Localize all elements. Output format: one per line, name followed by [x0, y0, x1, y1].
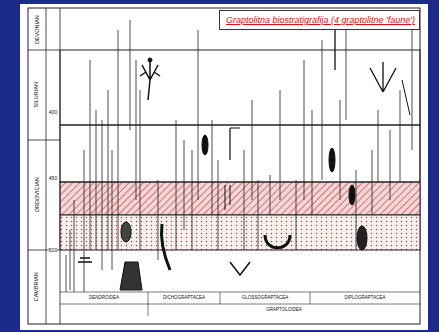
range-line: [84, 150, 85, 292]
title-box: Graptolitna biostratigrafija (4 graptoli…: [219, 10, 420, 30]
range-line: [412, 20, 413, 150]
range-line: [322, 40, 323, 180]
range-line: [400, 90, 401, 182]
range-line: [108, 90, 109, 250]
range-line: [136, 60, 137, 200]
range-line: [112, 150, 113, 270]
period-label: ORDOVICIAN: [34, 178, 40, 213]
age-label: 500: [49, 248, 57, 253]
range-line: [140, 90, 141, 250]
range-line: [74, 200, 75, 292]
range-line: [184, 140, 185, 230]
range-line: [296, 180, 297, 250]
range-line: [192, 150, 193, 250]
range-line: [244, 150, 245, 250]
range-line: [346, 20, 347, 120]
range-line: [390, 130, 391, 200]
group-label: GLOSSOGRAPTACEA: [242, 296, 288, 301]
period-label: CAMBRIAN: [34, 272, 40, 301]
range-line: [176, 120, 177, 250]
range-line: [270, 175, 271, 215]
range-line: [198, 30, 199, 200]
group-label: DIPLOGRAPTACEA: [345, 296, 386, 301]
group-label: GRAPTOLOIDEA: [266, 308, 301, 313]
range-line: [280, 90, 281, 200]
range-line: [66, 255, 67, 292]
period-label: DEVONIAN: [34, 16, 40, 45]
range-line: [96, 110, 97, 250]
range-line: [158, 180, 159, 260]
range-line: [372, 150, 373, 215]
range-line: [356, 170, 357, 250]
group-label: DENDROIDEA: [89, 296, 119, 301]
range-line: [90, 60, 91, 250]
range-line: [340, 100, 341, 200]
group-label: DICHOGRAPTACEA: [163, 296, 205, 301]
age-label: 400: [49, 110, 57, 115]
range-line: [312, 110, 313, 215]
age-label: 450: [49, 176, 57, 181]
slide-title: Graptolitna biostratigrafija (4 graptoli…: [226, 16, 413, 26]
range-line: [118, 30, 119, 250]
range-line: [130, 20, 131, 130]
range-line: [102, 120, 103, 270]
range-line: [212, 120, 213, 215]
period-label: SILURIAN: [34, 82, 40, 107]
range-line: [252, 100, 253, 200]
range-line: [218, 160, 219, 250]
range-line: [70, 230, 71, 290]
range-line: [378, 110, 379, 182]
range-line: [258, 180, 259, 250]
range-line: [304, 60, 305, 200]
